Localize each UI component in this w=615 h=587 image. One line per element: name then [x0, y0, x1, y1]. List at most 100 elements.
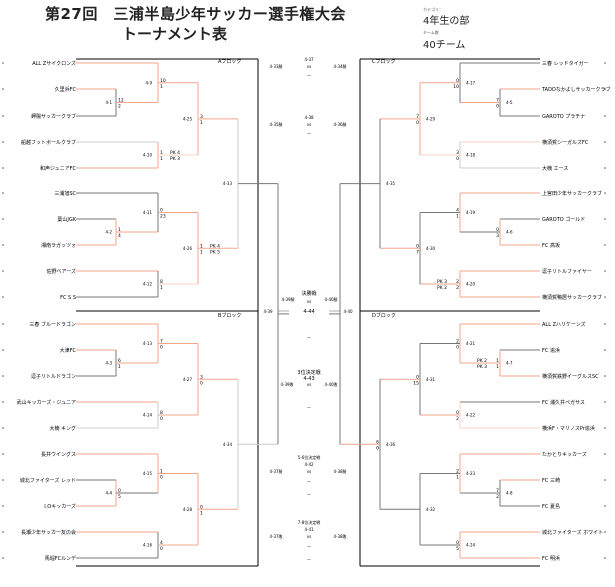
seed-marker — [2, 296, 4, 298]
team-name: 岬陽サッカークラブ — [31, 113, 76, 120]
team-name: たかとりキッカーズ — [542, 451, 587, 458]
team-name: 大楠 エース — [542, 165, 568, 172]
seed-marker — [2, 115, 4, 117]
score-top: 1 — [118, 227, 121, 233]
score-bottom: 0 — [456, 156, 459, 162]
match-id: 4-4 — [105, 491, 112, 496]
score-top: 0 — [416, 374, 419, 380]
score-top: 1 — [496, 358, 499, 364]
score-bottom: 1 — [456, 475, 459, 481]
match-id: 4-10 — [143, 153, 153, 158]
seed-marker — [2, 557, 4, 559]
final-title: 決勝戦 — [301, 290, 316, 297]
block-d-label: Dブロック — [372, 312, 396, 319]
seed-marker — [604, 349, 606, 351]
score-bottom: 0 — [200, 380, 203, 386]
seed-marker — [604, 453, 606, 455]
score-top: 8 — [160, 279, 163, 285]
final-result: — — [307, 335, 311, 340]
team-name: 湘南ラガッツォ — [41, 242, 76, 249]
team-name: 三浦旭SC — [54, 190, 76, 197]
score-bottom: 0 — [160, 546, 163, 552]
team-name: 武山キッカーズ・ジュニア — [17, 399, 76, 406]
team-name: 葉山JGK — [57, 216, 76, 223]
match-id: 4-27 — [183, 377, 193, 382]
vs-label: vs — [307, 122, 311, 127]
score-top: 2 — [456, 279, 459, 285]
score-bottom: 4 — [118, 233, 121, 239]
team-name: 横須賀シーガルズFC — [542, 139, 589, 146]
third-place-match: 3位決定戦 4-43 4-39敗 vs 4-40敗 — — [280, 369, 337, 410]
score-top: 0 — [160, 208, 163, 214]
match-id: 4-28 — [183, 507, 193, 512]
seed-marker — [604, 531, 606, 533]
match-id: 4-23 — [466, 471, 476, 476]
team-name: FC 三崎 — [542, 477, 560, 484]
score-top: 1 — [200, 243, 203, 249]
match-id: 4-19 — [466, 210, 476, 215]
score-bottom: 5 — [456, 546, 459, 552]
final-left-source: 4-39勝 — [281, 296, 294, 302]
team-name: 大楠 キング — [50, 425, 76, 432]
seed-marker — [604, 323, 606, 325]
block-a-label: Aブロック — [218, 58, 241, 65]
match-id: 4-16 — [143, 543, 153, 548]
score-top: 3 — [456, 150, 459, 156]
team-name: FC S S — [60, 295, 76, 301]
score-top: 2 — [456, 339, 459, 345]
score-top: 1 — [160, 150, 163, 156]
score-bottom: 3 — [496, 233, 499, 239]
category-value: 4年生の部 — [423, 16, 470, 27]
seed-marker — [604, 167, 606, 169]
match-id: 4-33 — [223, 181, 233, 186]
team-name: 三春 ブルードラゴン — [29, 321, 76, 328]
pk-top: PK 4 — [210, 243, 220, 249]
seventh-title: 7-8位決定戦 — [298, 519, 321, 525]
match-result: — — [307, 73, 311, 78]
score-top: 4 — [456, 208, 459, 214]
score-top: 1 — [160, 469, 163, 475]
third-match-id: 4-43 — [303, 376, 314, 382]
team-name: 横須賀鉄野イーグルスSC — [542, 373, 599, 380]
third-right-source: 4-40敗 — [324, 381, 337, 387]
left-source: 4-33勝 — [269, 63, 282, 69]
seed-marker — [2, 531, 4, 533]
final-match-id: 4-44 — [303, 309, 314, 315]
score-top: 0 — [118, 488, 121, 494]
seed-marker — [604, 244, 606, 246]
team-name: 逗子リトルドラゴン — [31, 373, 76, 380]
seed-marker — [2, 88, 4, 90]
seed-marker — [604, 62, 606, 64]
block-b-label: Bブロック — [218, 312, 241, 319]
score-bottom: 1 — [200, 510, 203, 516]
match-id: 4-24 — [466, 543, 476, 548]
score-bottom: 0 — [160, 345, 163, 351]
score-top: 0 — [456, 540, 459, 546]
team-name: GAROTO ゴールド — [542, 216, 585, 223]
fifth-result-2: — — [307, 492, 311, 497]
score-top: 4 — [160, 540, 163, 546]
score-bottom: 1 — [118, 364, 121, 370]
seventh-result-2: — — [307, 557, 311, 562]
seed-marker — [604, 88, 606, 90]
team-name: 城北ファイターズ レッド — [20, 477, 76, 484]
score-top: 0 — [456, 410, 459, 416]
seed-marker — [2, 323, 4, 325]
team-name: FC 高坂 — [542, 242, 560, 249]
seed-marker — [2, 427, 4, 429]
seed-marker — [2, 505, 4, 507]
team-name: ALL Zサイクロンズ — [32, 60, 76, 67]
seed-marker — [2, 62, 4, 64]
match-id: 4-14 — [143, 413, 153, 418]
match-result: — — [307, 131, 311, 136]
pk-top: PK 4 — [170, 150, 180, 156]
right-source: 4-34勝 — [333, 63, 346, 69]
match-id: 4-15 — [143, 471, 153, 476]
score-bottom: 1 — [200, 249, 203, 255]
seed-marker — [2, 479, 4, 481]
third-left-source: 4-39敗 — [280, 381, 293, 387]
match-id: 4-32 — [426, 507, 436, 512]
right-source: 4-36勝 — [333, 121, 346, 127]
score-bottom: 0 — [160, 416, 163, 422]
match-id-4-39: 4-39 — [263, 309, 273, 314]
